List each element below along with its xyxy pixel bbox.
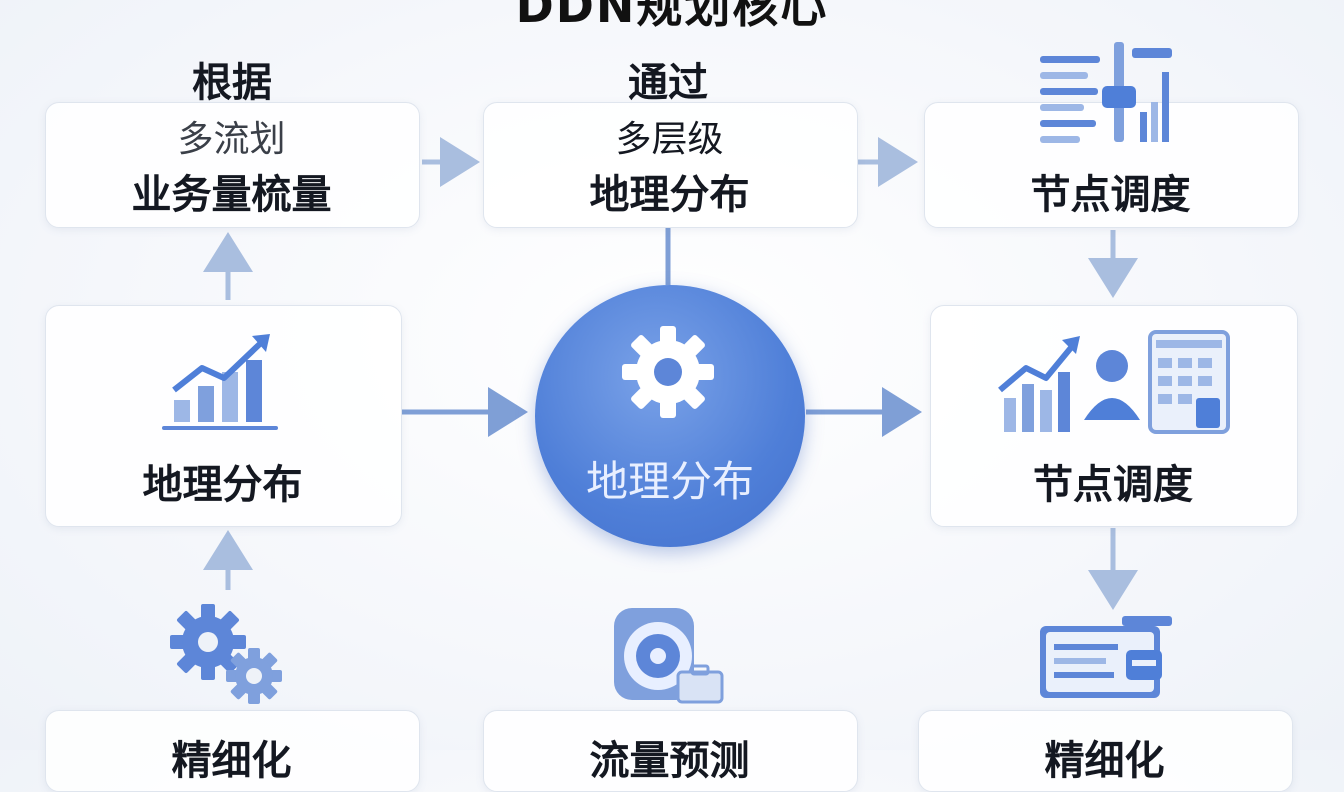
disc-box-icon xyxy=(614,608,724,704)
mid-right-main: 节点调度 xyxy=(1033,462,1193,508)
top-left-heading: 根据 xyxy=(192,60,272,106)
growth-chart-icon xyxy=(162,334,278,430)
mid-left-main: 地理分布 xyxy=(142,462,303,508)
top-mid-box xyxy=(483,102,858,228)
center-main: 地理分布 xyxy=(585,457,754,506)
top-mid-sub: 多层级 xyxy=(615,119,724,160)
document-icon xyxy=(1040,616,1172,698)
bottom-left-main: 精细化 xyxy=(171,738,292,784)
top-mid-heading: 通过 xyxy=(628,60,708,106)
bottom-right-main: 精细化 xyxy=(1044,738,1165,784)
top-right-box xyxy=(924,102,1299,228)
analytics-team-icon xyxy=(998,330,1230,434)
connectors xyxy=(203,137,1138,610)
gear-icon xyxy=(622,326,714,418)
bottom-mid-main: 流量预测 xyxy=(589,738,750,784)
top-left-sub: 多流划 xyxy=(177,119,286,160)
top-right-main: 节点调度 xyxy=(1030,172,1191,218)
gears-icon xyxy=(170,604,282,704)
top-left-box xyxy=(45,102,420,228)
top-mid-main: 地理分布 xyxy=(589,172,750,218)
dashboard-icon xyxy=(1040,42,1172,143)
top-left-main: 业务量梳量 xyxy=(131,172,332,218)
